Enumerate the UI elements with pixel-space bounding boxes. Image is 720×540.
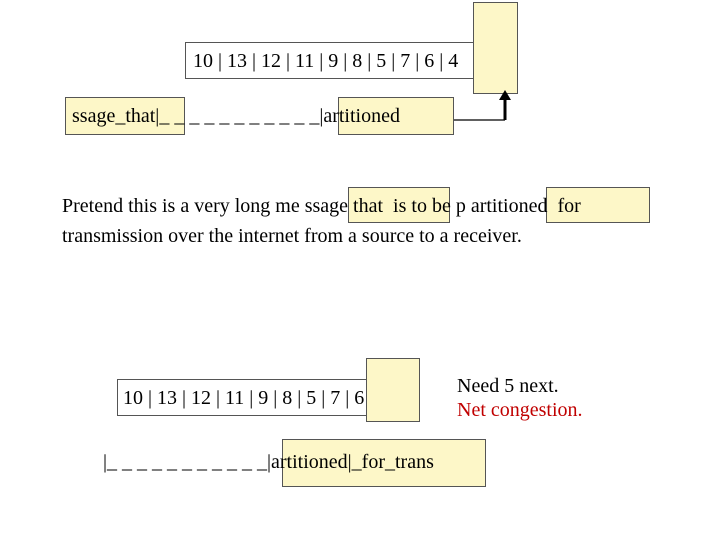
top-buffer-box [185, 42, 518, 79]
top-buffer-highlight [473, 2, 518, 94]
message-line-1: Pretend this is a very long me ssage tha… [62, 195, 581, 217]
note-net-congestion: Net congestion. [457, 399, 583, 421]
arrow-up-icon [454, 90, 511, 121]
top-segment-text: ssage_that|_ _ _ _ _ _ _ _ _ _ _|artitio… [72, 105, 400, 127]
bottom-segment-box [282, 439, 486, 487]
top-segment-left-box [65, 97, 185, 135]
bottom-segment-text: |_ _ _ _ _ _ _ _ _ _ _|artitioned|_for_t… [103, 451, 434, 473]
message-line-2: transmission over the internet from a so… [62, 225, 522, 247]
bottom-buffer-values: 10 | 13 | 12 | 11 | 9 | 8 | 5 | 7 | 6 [123, 387, 365, 409]
bottom-buffer-highlight [366, 358, 420, 422]
message-highlight-ssage-that [348, 187, 450, 223]
top-segment-right-box [338, 97, 454, 135]
message-highlight-artitioned [546, 187, 650, 223]
note-need-next: Need 5 next. [457, 375, 559, 397]
top-buffer-values: 10 | 13 | 12 | 11 | 9 | 8 | 5 | 7 | 6 | … [193, 50, 459, 72]
